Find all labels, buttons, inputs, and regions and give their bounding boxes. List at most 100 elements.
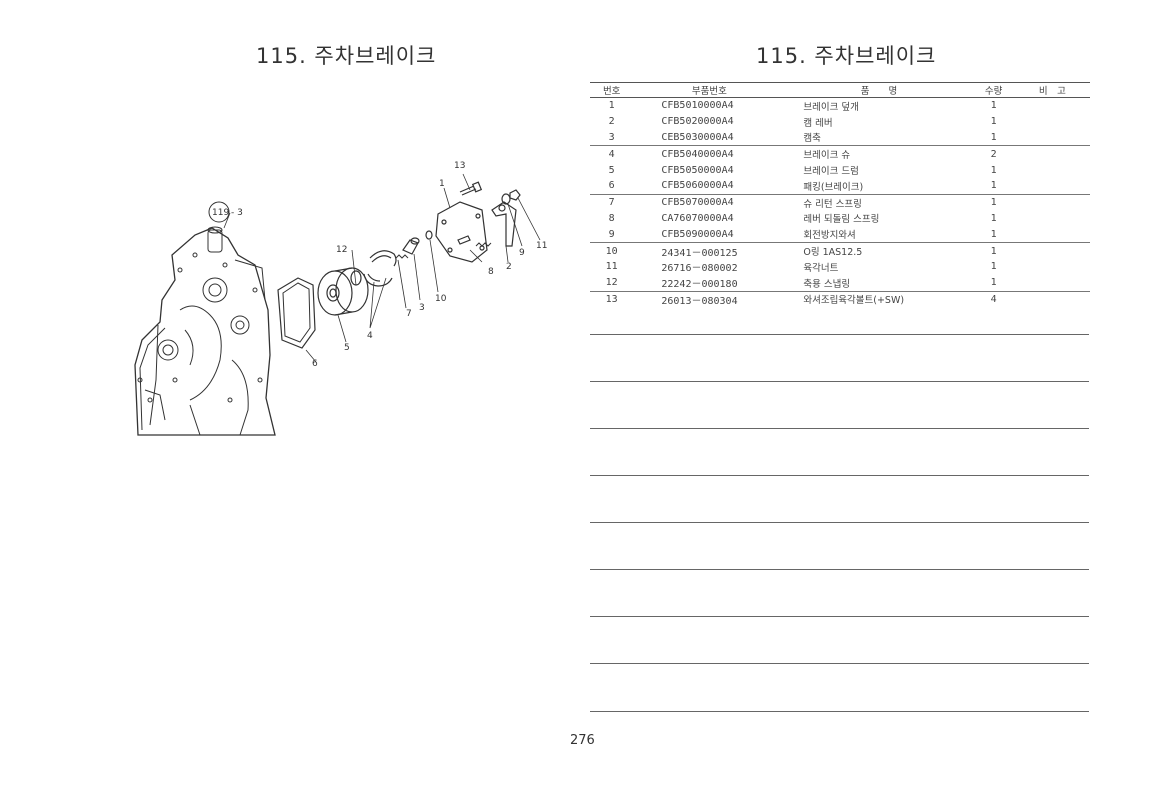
row-part-no: CFB5060000A4 bbox=[633, 177, 786, 195]
label-2: 2 bbox=[506, 262, 512, 272]
blank-rule-line bbox=[590, 569, 1089, 570]
row-note bbox=[1015, 194, 1090, 210]
row-name: 캠 레버 bbox=[803, 117, 833, 129]
label-10: 10 bbox=[435, 294, 447, 304]
header-no: 번호 bbox=[590, 82, 634, 98]
row-qty: 1 bbox=[990, 212, 997, 224]
left-page-title: 115. 주차브레이크 bbox=[256, 44, 437, 68]
engine-case bbox=[134, 226, 276, 436]
row-name: 브레이크 슈 bbox=[803, 150, 851, 162]
row-qty: 1 bbox=[990, 100, 997, 112]
blank-rule-line bbox=[590, 334, 1089, 335]
row-note bbox=[1015, 243, 1090, 259]
anti-rotation-washer bbox=[501, 193, 511, 205]
row-note bbox=[1015, 162, 1090, 178]
label-1: 1 bbox=[439, 179, 445, 189]
row-part-no: CFB5010000A4 bbox=[661, 100, 734, 112]
header-qty: 수량 bbox=[972, 82, 1015, 98]
row-note bbox=[1015, 114, 1090, 130]
row-note bbox=[1015, 98, 1090, 114]
header-part-no: 부품번호 bbox=[633, 82, 786, 98]
row-qty: 1 bbox=[990, 261, 997, 273]
row-name: 레버 되돌림 스프링 bbox=[803, 214, 880, 226]
row-part-no: CFB5050000A4 bbox=[661, 164, 734, 176]
right-page-title: 115. 주차브레이크 bbox=[756, 44, 937, 68]
label-3: 3 bbox=[419, 303, 425, 313]
table-row: 7 CFB5070000A4 슈 리턴 스프링 1 bbox=[590, 194, 1090, 210]
row-no: 3 bbox=[590, 129, 634, 147]
label-8: 8 bbox=[488, 267, 494, 277]
table-row: 5 CFB5050000A4 브레이크 드럼 1 bbox=[590, 162, 1090, 178]
cam-shaft bbox=[402, 237, 420, 255]
row-part-no: CFB5090000A4 bbox=[633, 226, 786, 244]
row-no: 13 bbox=[605, 293, 618, 305]
table-row: 6 CFB5060000A4 패킹(브레이크) 1 bbox=[590, 177, 1090, 195]
row-name: 와셔조립육각볼트(+SW) bbox=[803, 295, 905, 307]
row-no: 5 bbox=[608, 164, 615, 176]
row-qty: 1 bbox=[990, 197, 997, 209]
packing-gasket bbox=[277, 277, 316, 349]
row-qty: 1 bbox=[990, 245, 997, 257]
brake-shoes bbox=[363, 250, 397, 287]
row-part-no: 22242－000180 bbox=[633, 274, 786, 292]
blank-rule-line bbox=[590, 616, 1089, 617]
row-qty: 1 bbox=[990, 116, 997, 128]
label-5: 5 bbox=[344, 343, 350, 353]
row-name: 축용 스냅링 bbox=[785, 274, 973, 292]
row-qty: 4 bbox=[990, 293, 997, 305]
ref-119-label: 119 bbox=[212, 208, 229, 218]
lever-return-spring bbox=[475, 242, 492, 247]
table-header-row: 번호 부품번호 품 명 수량 비 고 bbox=[590, 82, 1090, 98]
row-no: 1 bbox=[608, 100, 615, 112]
row-note bbox=[1014, 274, 1090, 292]
row-qty: 1 bbox=[990, 164, 997, 176]
o-ring bbox=[425, 230, 433, 240]
row-no: 10 bbox=[605, 245, 618, 257]
table-row: 2 CFB5020000A4 캠 레버 1 bbox=[590, 114, 1090, 130]
parts-table: 번호 부품번호 품 명 수량 비 고 1 CFB5010000A4 브레이크 덮… bbox=[590, 82, 1090, 307]
label-7: 7 bbox=[406, 309, 412, 319]
row-part-no: CFB5020000A4 bbox=[661, 116, 734, 128]
table-row: 8 CA76070000A4 레버 되돌림 스프링 1 bbox=[590, 211, 1090, 227]
row-note bbox=[1014, 177, 1090, 195]
row-qty: 1 bbox=[972, 129, 1015, 147]
parts-diagram: 119 - 3 13 1 12 9 11 2 8 10 3 7 4 5 6 bbox=[134, 161, 547, 436]
label-12: 12 bbox=[336, 245, 347, 255]
row-part-no: CA76070000A4 bbox=[661, 212, 734, 224]
leader-lines bbox=[223, 173, 541, 363]
row-no: 4 bbox=[608, 148, 615, 160]
table-row: 9 CFB5090000A4 회전방지와셔 1 bbox=[590, 226, 1090, 244]
row-part-no: 26716－080002 bbox=[661, 263, 738, 275]
brake-cover bbox=[435, 201, 488, 263]
row-name: O링 1AS12.5 bbox=[803, 247, 863, 259]
row-note bbox=[1015, 211, 1090, 227]
row-no: 6 bbox=[590, 177, 634, 195]
row-no: 9 bbox=[590, 226, 634, 244]
cam-lever bbox=[491, 201, 517, 247]
page-number: 276 bbox=[570, 733, 595, 748]
row-qty: 1 bbox=[972, 177, 1015, 195]
row-no: 12 bbox=[590, 274, 634, 292]
row-note bbox=[1015, 259, 1090, 275]
blank-rule-line bbox=[590, 711, 1089, 712]
header-name: 품 명 bbox=[785, 82, 973, 98]
label-6: 6 bbox=[312, 359, 318, 369]
washer-bolt bbox=[459, 181, 483, 196]
row-name: 캠축 bbox=[785, 129, 973, 147]
row-note bbox=[1014, 129, 1090, 147]
row-qty: 2 bbox=[990, 148, 997, 160]
row-part-no: CFB5040000A4 bbox=[661, 148, 734, 160]
row-no: 8 bbox=[608, 212, 615, 224]
label-9: 9 bbox=[519, 248, 525, 258]
row-qty: 1 bbox=[972, 226, 1015, 244]
shoe-return-spring bbox=[395, 254, 409, 259]
table-row: 13 26013－080304 와셔조립육각볼트(+SW) 4 bbox=[590, 291, 1090, 307]
row-part-no: CFB5070000A4 bbox=[661, 197, 734, 209]
row-no: 7 bbox=[608, 197, 615, 209]
row-qty: 1 bbox=[972, 274, 1015, 292]
hex-nut bbox=[509, 189, 521, 201]
table-row: 12 22242－000180 축용 스냅링 1 bbox=[590, 274, 1090, 292]
label-13: 13 bbox=[454, 161, 465, 171]
row-name: 패킹(브레이크) bbox=[785, 177, 973, 195]
row-name: 육각너트 bbox=[803, 262, 839, 274]
